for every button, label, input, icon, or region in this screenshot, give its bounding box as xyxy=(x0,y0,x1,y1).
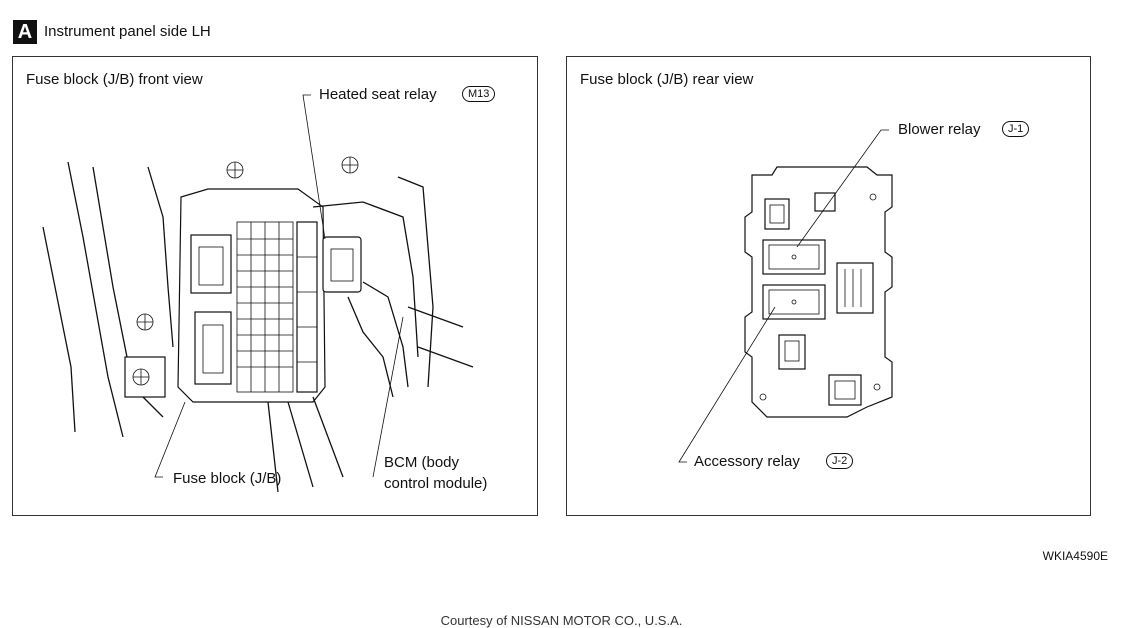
section-title: Instrument panel side LH xyxy=(44,23,211,40)
bcm-label-line1: BCM (body xyxy=(384,454,460,471)
rear-view-drawing xyxy=(678,129,893,463)
fuse-grid xyxy=(236,221,294,393)
front-view-title: Fuse block (J/B) front view xyxy=(26,71,203,88)
fuse-block-label: Fuse block (J/B) xyxy=(173,470,282,487)
connector-j1-badge: J-1 xyxy=(1002,121,1030,137)
figure-code: WKIA4590E xyxy=(1042,549,1108,563)
accessory-relay-shape xyxy=(762,284,826,320)
courtesy-text: Courtesy of NISSAN MOTOR CO., U.S.A. xyxy=(440,613,683,628)
heated-seat-relay-shape xyxy=(322,236,362,293)
connector-m13-badge: M13 xyxy=(462,86,496,102)
connector-j2-badge: J-2 xyxy=(826,453,854,469)
blower-relay-shape xyxy=(762,239,826,275)
rear-view-panel: Fuse block (J/B) rear view Blower relay … xyxy=(566,56,1091,516)
bcm-label-line2: control module) xyxy=(384,475,488,492)
section-badge: A xyxy=(13,20,37,44)
accessory-relay-label: Accessory relay xyxy=(694,453,800,470)
front-view-drawing xyxy=(42,94,474,493)
rear-view-title: Fuse block (J/B) rear view xyxy=(580,71,754,88)
blower-relay-label: Blower relay xyxy=(898,121,981,138)
heated-seat-relay-label: Heated seat relay xyxy=(319,86,437,103)
front-view-panel: Fuse block (J/B) front view Heated seat … xyxy=(12,56,538,516)
